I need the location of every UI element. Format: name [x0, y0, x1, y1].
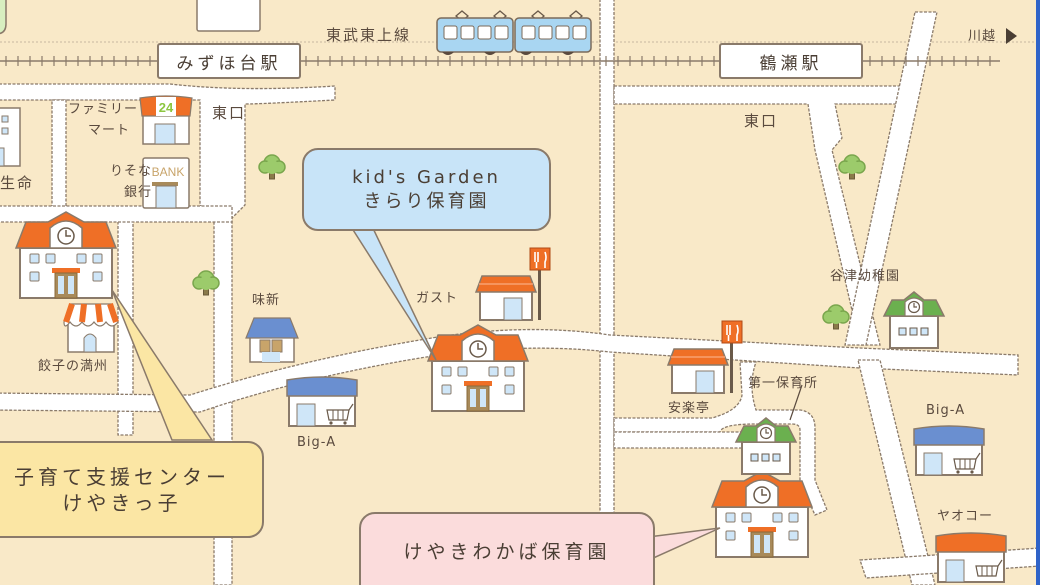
landmark-gyoza-no-manshu[interactable]: 餃子の満州	[38, 359, 109, 374]
direction-label: 川越	[968, 29, 997, 44]
landmark-gusto[interactable]: ガスト	[416, 291, 459, 306]
callout-line: きらり保育園	[363, 190, 490, 212]
callout-line: けやきわかば保育園	[403, 541, 611, 563]
landmark-label: 銀行	[124, 184, 153, 200]
landmark-daiichi-hoikusho[interactable]: 第一保育所	[748, 376, 819, 391]
station-sign-mizuhodai[interactable]: みずほ台駅	[157, 43, 301, 79]
landmark-yatsu-kindergarten[interactable]: 谷津幼稚園	[830, 269, 901, 284]
station-name: 鶴瀬駅	[759, 53, 823, 74]
callout-pointer-keyakikko	[111, 289, 214, 441]
landmark-resona-bank[interactable]: りそな 銀行	[110, 162, 152, 204]
exit-label-tsuruse: 東口	[744, 112, 779, 130]
landmark-anrakutei[interactable]: 安楽亭	[668, 401, 711, 416]
station-name: みずほ台駅	[176, 53, 282, 74]
svg-text:24: 24	[159, 100, 174, 115]
callout-line: けやきっ子	[62, 490, 182, 515]
landmark-label: りそな	[110, 164, 153, 179]
train-icon	[436, 10, 592, 55]
callout-pointer-kirari	[347, 222, 437, 361]
landmark-ajishin[interactable]: 味新	[252, 293, 281, 308]
callout-keyakikko[interactable]: 子育て支援センター けやきっ子	[0, 441, 264, 538]
landmark-big-a-west[interactable]: Big-A	[297, 435, 337, 450]
railway-line-label: 東武東上線	[326, 26, 412, 44]
svg-text:BANK: BANK	[152, 165, 185, 179]
landmark-yaoko[interactable]: ヤオコー	[937, 509, 994, 524]
callout-keyaki-wakaba-hoikuen[interactable]: けやきわかば保育園	[359, 512, 655, 585]
landmark-label: ファミリー	[68, 102, 139, 117]
landmark-label: マート	[88, 122, 131, 138]
callout-kirari-hoikuen[interactable]: kid's Garden きらり保育園	[302, 148, 551, 231]
callout-pointer-keyaki-wakaba	[640, 527, 721, 565]
landmark-big-a-east[interactable]: Big-A	[926, 403, 966, 418]
exit-label-mizuhodai: 東口	[212, 104, 247, 122]
callout-line: kid's Garden	[352, 167, 501, 189]
landmark-familymart[interactable]: ファミリー マート	[68, 100, 138, 142]
callout-line: 子育て支援センター	[14, 464, 230, 489]
station-sign-tsuruse[interactable]: 鶴瀬駅	[719, 43, 863, 79]
frame-edge	[1036, 0, 1040, 585]
landmark-seimei[interactable]: 生命	[0, 174, 35, 192]
triangle-right-icon	[1006, 28, 1017, 44]
